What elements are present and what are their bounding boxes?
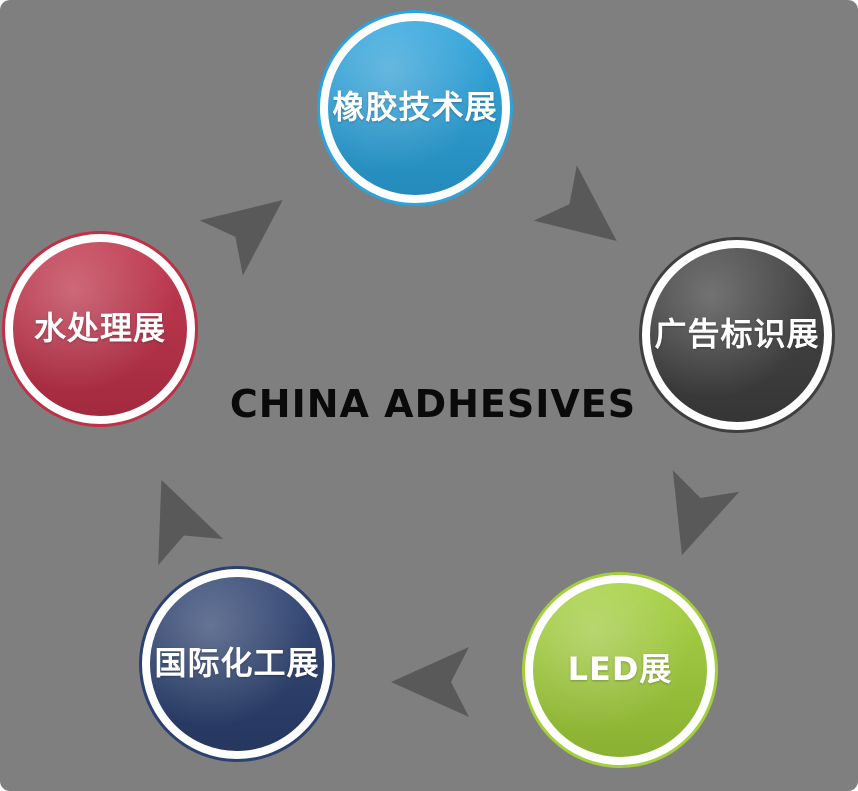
arrow-shape xyxy=(672,470,740,556)
node-intl-chemical-expo: 国际化工展 xyxy=(142,569,332,759)
node-rubber-tech-expo: 橡胶技术展 xyxy=(320,13,510,203)
node-rubber-tech-expo-label: 橡胶技术展 xyxy=(332,88,498,127)
arrow-signage-to-led-icon xyxy=(672,470,740,556)
arrow-shape xyxy=(391,647,469,717)
node-water-treatment-expo: 水处理展 xyxy=(5,234,195,424)
node-led-expo-label: LED展 xyxy=(567,650,673,689)
diagram-title: CHINA ADHESIVES xyxy=(229,382,637,426)
arrow-shape xyxy=(533,165,617,242)
arrow-led-to-chemical-icon xyxy=(391,647,469,717)
node-ad-signage-expo-label: 广告标识展 xyxy=(654,315,820,354)
arrow-chemical-to-water-icon xyxy=(158,479,224,566)
arrow-shape xyxy=(158,479,224,566)
node-ad-signage-expo: 广告标识展 xyxy=(642,240,832,430)
arrow-water-to-rubber-icon xyxy=(199,199,283,276)
node-led-expo: LED展 xyxy=(525,575,715,765)
node-intl-chemical-expo-label: 国际化工展 xyxy=(154,644,320,683)
node-water-treatment-expo-label: 水处理展 xyxy=(33,309,166,348)
arrow-rubber-to-signage-icon xyxy=(533,165,617,242)
arrow-shape xyxy=(199,199,283,276)
